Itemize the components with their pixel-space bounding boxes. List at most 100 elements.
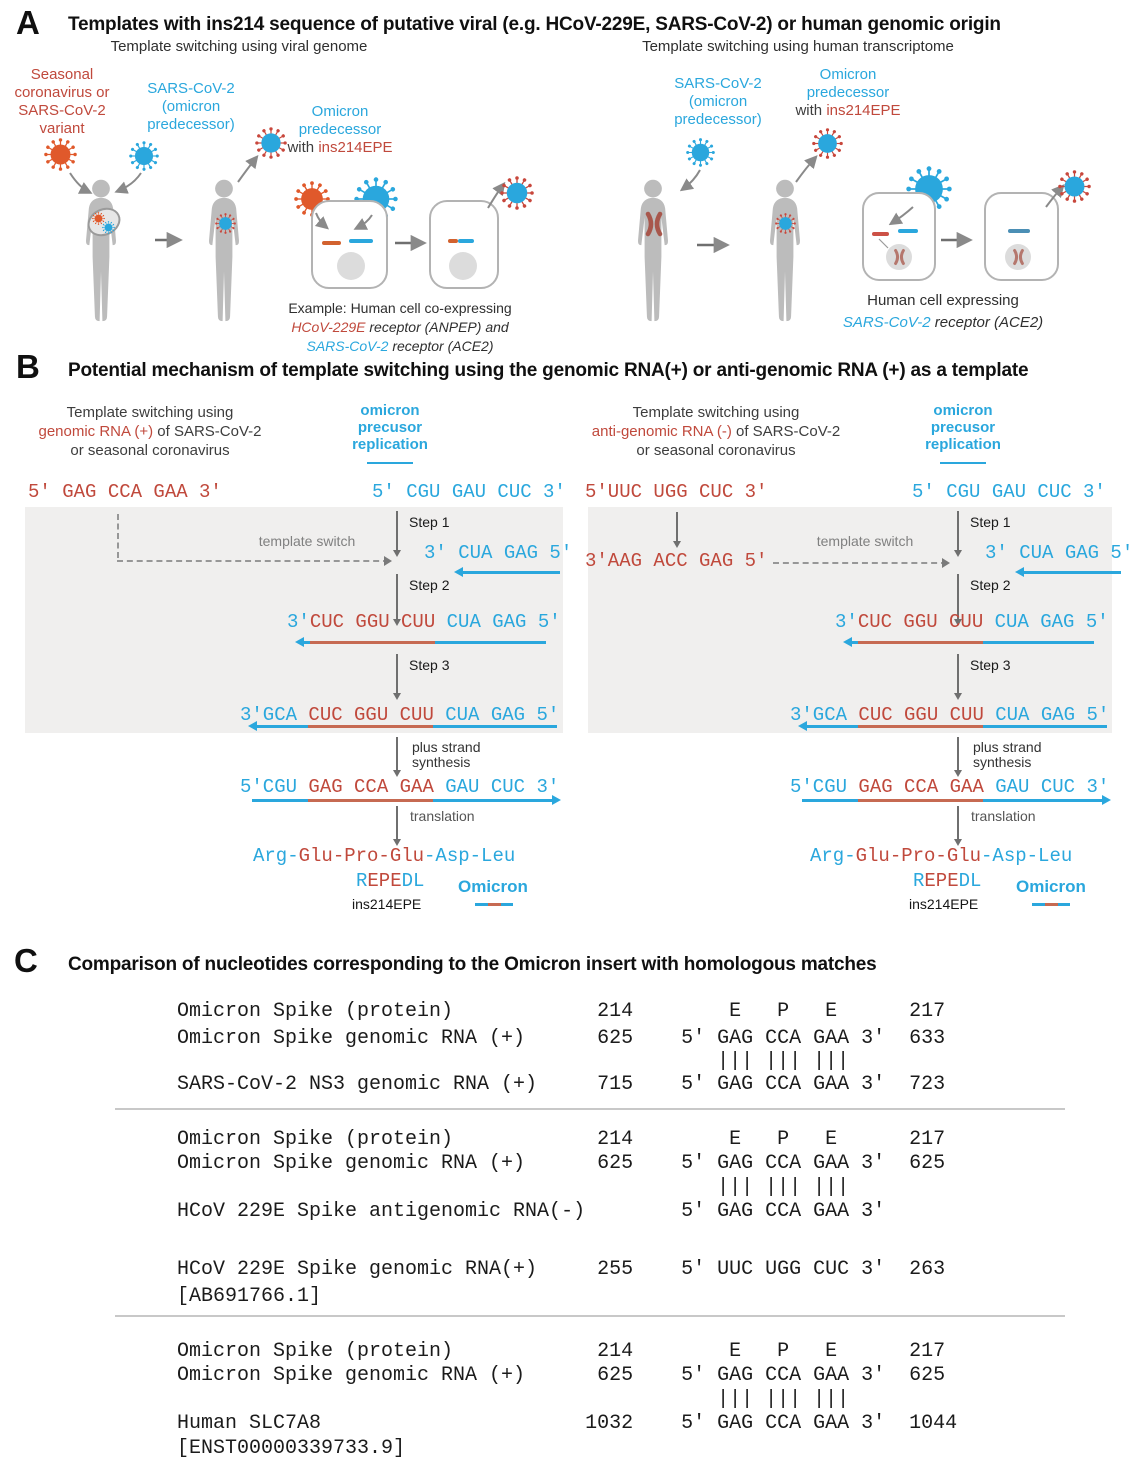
nucleus-icon <box>337 252 365 280</box>
donor-sequence: 5' GAG CCA GAA 3' <box>28 481 222 503</box>
omicron-label: Omicron <box>458 877 528 896</box>
panel-c-title: Comparison of nucleotides corresponding … <box>68 954 877 975</box>
step1-label: Step 1 <box>409 514 450 530</box>
divider <box>115 1108 1065 1110</box>
step1-sequence: 3' CUA GAG 5' <box>424 542 573 564</box>
sars-predecessor-label: SARS-CoV-2 (omicron predecessor) <box>674 75 762 128</box>
alignment-row: Omicron Spike genomic RNA (+) 625 5' GAG… <box>177 1364 946 1387</box>
step3-sequence: 3'GCA CUC GGU CUU CUA GAG 5' <box>240 704 560 726</box>
step2-arrow <box>953 574 962 626</box>
step2-arrow <box>392 574 401 626</box>
panel-a-label: A <box>16 4 40 41</box>
translation-label: translation <box>410 808 475 824</box>
omicron-predecessor-virus-icon <box>812 128 843 159</box>
alignment-row: Omicron Spike (protein) 214 E P E 217 <box>177 1340 946 1363</box>
human-silhouette-icon <box>209 179 239 322</box>
nucleus-icon <box>449 252 477 280</box>
acceptor-sequence: 5' CGU GAU CUC 3' <box>372 481 566 503</box>
step3-label: Step 3 <box>970 657 1011 673</box>
cell-icon <box>862 192 936 281</box>
step2-sequence: 3'CUC GGU CUU CUA GAG 5' <box>835 611 1109 633</box>
panel-b-title: Potential mechanism of template switchin… <box>68 360 1029 381</box>
replication-header: omicron precusor replication <box>352 402 428 453</box>
seasonal-virus-icon <box>44 138 77 171</box>
viral-rna-segment <box>322 241 341 245</box>
strand-arrow <box>802 794 1111 805</box>
strand-arrow <box>252 794 561 805</box>
alignment-row: SARS-CoV-2 NS3 genomic RNA (+) 715 5' GA… <box>177 1073 946 1096</box>
alignment-match-row: ||| ||| ||| <box>177 1388 850 1411</box>
step1-arrow <box>392 511 401 557</box>
step2-label: Step 2 <box>970 577 1011 593</box>
replication-underline <box>940 462 986 464</box>
plus-strand-arrow <box>392 737 401 777</box>
step1-sequence: 3' CUA GAG 5' <box>985 542 1131 564</box>
ins214epe-label: ins214EPE <box>909 896 979 912</box>
panel-a-artwork <box>44 127 1091 322</box>
omicron-predecessor-label: Omicron predecessor with ins214EPE <box>795 66 901 119</box>
protein-sequence: Arg-Glu-Pro-Glu-Asp-Leu <box>253 845 516 867</box>
host-rna-segment <box>872 232 889 236</box>
omicron-predecessor-virus-icon <box>500 176 534 210</box>
divider <box>115 1315 1065 1317</box>
replication-underline <box>367 462 413 464</box>
repedl-sequence: REPEDL <box>356 870 425 892</box>
step2-label: Step 2 <box>409 577 450 593</box>
cell-icon <box>984 192 1059 281</box>
omicron-label: Omicron <box>1016 877 1086 896</box>
step3-arrow <box>392 654 401 700</box>
antigenomic-sequence: 3'AAG ACC GAG 5' <box>585 550 768 572</box>
panel-a-right-subtitle: Template switching using human transcrip… <box>642 38 954 55</box>
alignment-row: HCoV 229E Spike antigenomic RNA(-) 5' GA… <box>177 1200 886 1223</box>
template-switch-arrow <box>773 558 950 568</box>
step3-arrow <box>953 654 962 700</box>
protein-sequence: Arg-Glu-Pro-Glu-Asp-Leu <box>810 845 1073 867</box>
plus-strand-sequence: 5'CGU GAG CCA GAA GAU CUC 3' <box>240 776 560 798</box>
primer-arrow <box>454 566 560 577</box>
sars-cov2-virus-icon <box>129 141 159 171</box>
repedl-sequence: REPEDL <box>913 870 982 892</box>
sars-cov2-virus-icon <box>686 138 715 167</box>
acceptor-sequence: 5' CGU GAU CUC 3' <box>912 481 1106 503</box>
ins214epe-label: ins214EPE <box>352 896 422 912</box>
strand-arrow <box>843 636 1094 647</box>
strand-arrow <box>798 720 1107 731</box>
panel-a-title: Templates with ins214 sequence of putati… <box>68 14 1001 35</box>
coexpressing-cell-caption: Example: Human cell co-expressing HCoV-2… <box>288 300 512 354</box>
strand-arrow <box>295 636 546 647</box>
omicron-predecessor-label: Omicron predecessor with ins214EPE <box>287 103 393 156</box>
cell-icon <box>429 200 499 289</box>
accession-row: [AB691766.1] <box>177 1285 322 1308</box>
step2-sequence: 3'CUC GGU CUU CUA GAG 5' <box>287 611 561 633</box>
panel-b-label: B <box>16 348 40 385</box>
alignment-row: HCoV 229E Spike genomic RNA(+) 255 5' UU… <box>177 1258 946 1281</box>
template-switch-label: template switch <box>258 533 356 549</box>
translation-arrow <box>953 806 962 846</box>
step1-arrow <box>953 511 962 557</box>
step3-sequence: 3'GCA CUC GGU CUU CUA GAG 5' <box>790 704 1110 726</box>
replication-header: omicron precusor replication <box>925 402 1001 453</box>
translation-arrow <box>392 806 401 846</box>
plus-strand-sequence: 5'CGU GAG CCA GAA GAU CUC 3' <box>790 776 1110 798</box>
sars-predecessor-label: SARS-CoV-2 (omicron predecessor) <box>147 80 235 133</box>
alignment-match-row: ||| ||| ||| <box>177 1050 850 1073</box>
omicron-predecessor-virus-icon <box>1058 170 1091 203</box>
step1-label: Step 1 <box>970 514 1011 530</box>
alignment-row: Omicron Spike genomic RNA (+) 625 5' GAG… <box>177 1027 946 1050</box>
plus-strand-arrow <box>953 737 962 777</box>
strand-arrow <box>248 720 557 731</box>
accession-row: [ENST00000339733.9] <box>177 1437 406 1458</box>
viral-rna-segment <box>898 229 918 233</box>
human-silhouette-icon <box>86 179 116 322</box>
template-switch-arrow <box>117 556 392 566</box>
omicron-underline <box>1032 903 1070 906</box>
template-switching-header: Template switching using genomic RNA (+)… <box>38 404 262 459</box>
alignment-match-row: ||| ||| ||| <box>177 1176 850 1199</box>
alignment-row: Omicron Spike (protein) 214 E P E 217 <box>177 1128 946 1151</box>
seasonal-virus-label: Seasonal coronavirus or SARS-CoV-2 varia… <box>14 66 110 137</box>
donor-sequence: 5'UUC UGG CUC 3' <box>585 481 768 503</box>
template-switch-label: template switch <box>816 533 914 549</box>
